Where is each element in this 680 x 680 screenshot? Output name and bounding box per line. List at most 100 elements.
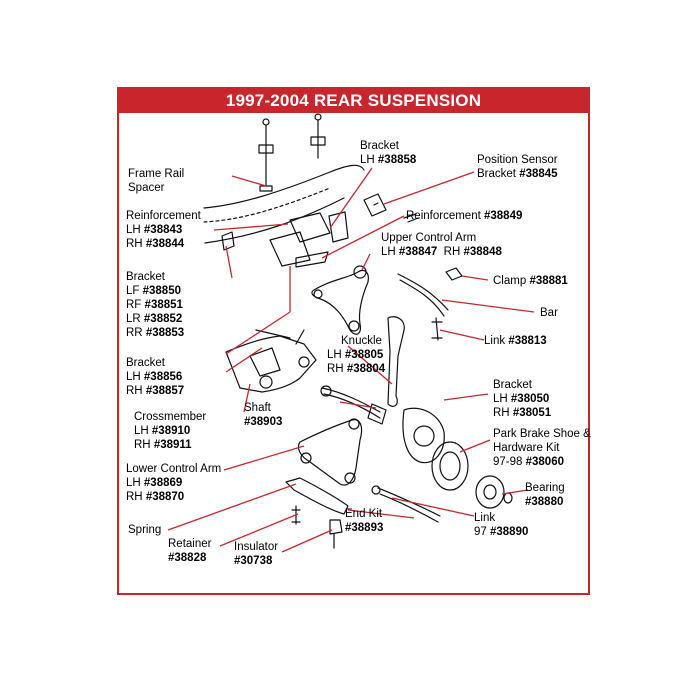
label-frame-rail-spacer: Frame Rail Spacer <box>128 167 184 195</box>
lh-text: LH <box>126 224 141 236</box>
year-text: 97 <box>474 526 487 538</box>
rh-text: RH <box>126 238 143 250</box>
shaft-drawing <box>320 385 387 425</box>
rh-text: RH <box>134 439 151 451</box>
bracket-text: Bracket <box>126 271 165 283</box>
spacer-text: Spacer <box>128 182 165 194</box>
part-number: #38849 <box>484 210 523 222</box>
lr-text: LR <box>126 313 141 325</box>
label-bearing: Bearing #38880 <box>525 481 565 509</box>
frame-rail-spacer-drawing <box>258 113 326 192</box>
label-bracket-38858: Bracket LH #38858 <box>360 139 416 167</box>
title-bar <box>117 87 590 113</box>
park-brake-drawing <box>431 441 469 491</box>
part-number: #38852 <box>143 313 183 325</box>
part-number: #38853 <box>145 327 185 339</box>
lh-text: LH <box>134 425 149 437</box>
lf-text: LF <box>126 285 140 297</box>
label-knuckle: Knuckle LH #38805 RH #38804 <box>327 334 385 376</box>
upper-control-arm-text: Upper Control Arm <box>381 232 477 244</box>
position-sensor-bracket-drawing <box>363 193 387 217</box>
part-number: #38848 <box>463 246 502 258</box>
label-position-sensor-bracket: Position Sensor Bracket #38845 <box>477 153 558 181</box>
frame-rail-text: Frame Rail <box>128 168 185 180</box>
lh-text: LH <box>126 477 141 489</box>
label-bracket-four: Bracket LF #38850 RF #38851 LR #38852 RR… <box>126 270 184 340</box>
retainer-text: Retainer <box>168 538 212 550</box>
rh-text: RH <box>443 246 461 258</box>
link-38813-drawing <box>431 317 443 341</box>
label-retainer: Retainer #38828 <box>168 537 211 565</box>
label-end-kit: End Kit #38893 <box>345 507 383 535</box>
lh-text: LH <box>493 393 508 405</box>
link-text: Link <box>484 335 506 347</box>
label-insulator: Insulator #30738 <box>234 540 278 568</box>
lower-control-arm-text: Lower Control Arm <box>126 463 222 475</box>
lh-text: LH <box>381 246 396 258</box>
stabilizer-bar-drawing <box>397 273 449 317</box>
upper-control-arm-drawing <box>311 265 369 335</box>
label-bracket-38050: Bracket LH #38050 RH #38051 <box>493 378 551 420</box>
diagram-title: 1997-2004 REAR SUSPENSION <box>225 91 482 110</box>
part-number: #38911 <box>153 439 192 451</box>
rr-text: RR <box>126 327 143 339</box>
part-number: #38051 <box>512 407 552 419</box>
knuckle-drawing <box>387 316 445 464</box>
label-reinforcement-38849: Reinforcement #38849 <box>406 209 522 223</box>
part-number: #38903 <box>244 416 283 428</box>
rf-text: RF <box>126 299 142 311</box>
part-number: #38804 <box>346 363 386 375</box>
rh-text: RH <box>126 385 143 397</box>
bracket-text: Bracket <box>360 140 399 152</box>
clamp-text: Clamp <box>493 275 527 287</box>
label-crossmember: Crossmember LH #38910 RH #38911 <box>134 410 206 452</box>
part-number: #38828 <box>168 552 207 564</box>
reinforcement-drawing <box>221 211 349 268</box>
part-number: #38050 <box>510 393 550 405</box>
part-number: #38845 <box>519 168 558 180</box>
part-number: #38881 <box>529 275 568 287</box>
reinforcement-text: Reinforcement <box>126 210 201 222</box>
part-number: #38910 <box>151 425 191 437</box>
part-number: #38850 <box>142 285 181 297</box>
lower-control-arm-drawing <box>297 418 363 486</box>
label-bracket-38856: Bracket LH #38856 RH #38857 <box>126 356 184 398</box>
bracket-text: Bracket <box>477 168 516 180</box>
bar-text: Bar <box>540 307 558 319</box>
end-kit-text: End Kit <box>345 508 383 520</box>
lh-text: LH <box>327 349 342 361</box>
reinforcement-text: Reinforcement <box>406 210 481 222</box>
leader-lines <box>167 167 535 553</box>
label-upper-control-arm: Upper Control Arm LH #38847 RH #38848 <box>381 231 502 259</box>
label-lower-control-arm: Lower Control Arm LH #38869 RH #38870 <box>126 462 221 504</box>
part-number: #38847 <box>398 246 438 258</box>
insulator-text: Insulator <box>234 541 279 553</box>
rh-text: RH <box>493 407 510 419</box>
lh-text: LH <box>126 371 141 383</box>
bracket-text: Bracket <box>493 379 532 391</box>
label-shaft: Shaft #38903 <box>244 401 282 429</box>
rh-text: RH <box>126 491 143 503</box>
crossmember-text: Crossmember <box>134 411 207 423</box>
spring-drawing <box>285 477 349 515</box>
years-text: 97-98 <box>493 456 523 468</box>
part-number: #38858 <box>377 154 417 166</box>
label-clamp: Clamp #38881 <box>493 274 568 288</box>
clamp-drawing <box>445 267 463 281</box>
spring-text: Spring <box>128 524 162 536</box>
part-number: #38813 <box>508 335 547 347</box>
crossmember-drawing <box>225 329 317 393</box>
part-number: #38843 <box>143 224 183 236</box>
position-sensor-text: Position Sensor <box>477 154 558 166</box>
label-link-38890: Link 97 #38890 <box>474 511 528 539</box>
label-link-38813: Link #38813 <box>484 334 547 348</box>
insulator-drawing <box>329 519 343 549</box>
label-reinforcement-lh-rh: Reinforcement LH #38843 RH #38844 <box>126 209 201 251</box>
frame-rail-outline <box>203 164 365 209</box>
shaft-text: Shaft <box>244 402 271 414</box>
bearing-drawing <box>475 475 513 509</box>
part-number: #38869 <box>143 477 183 489</box>
part-number: #38851 <box>144 299 183 311</box>
part-number: #30738 <box>234 555 273 567</box>
